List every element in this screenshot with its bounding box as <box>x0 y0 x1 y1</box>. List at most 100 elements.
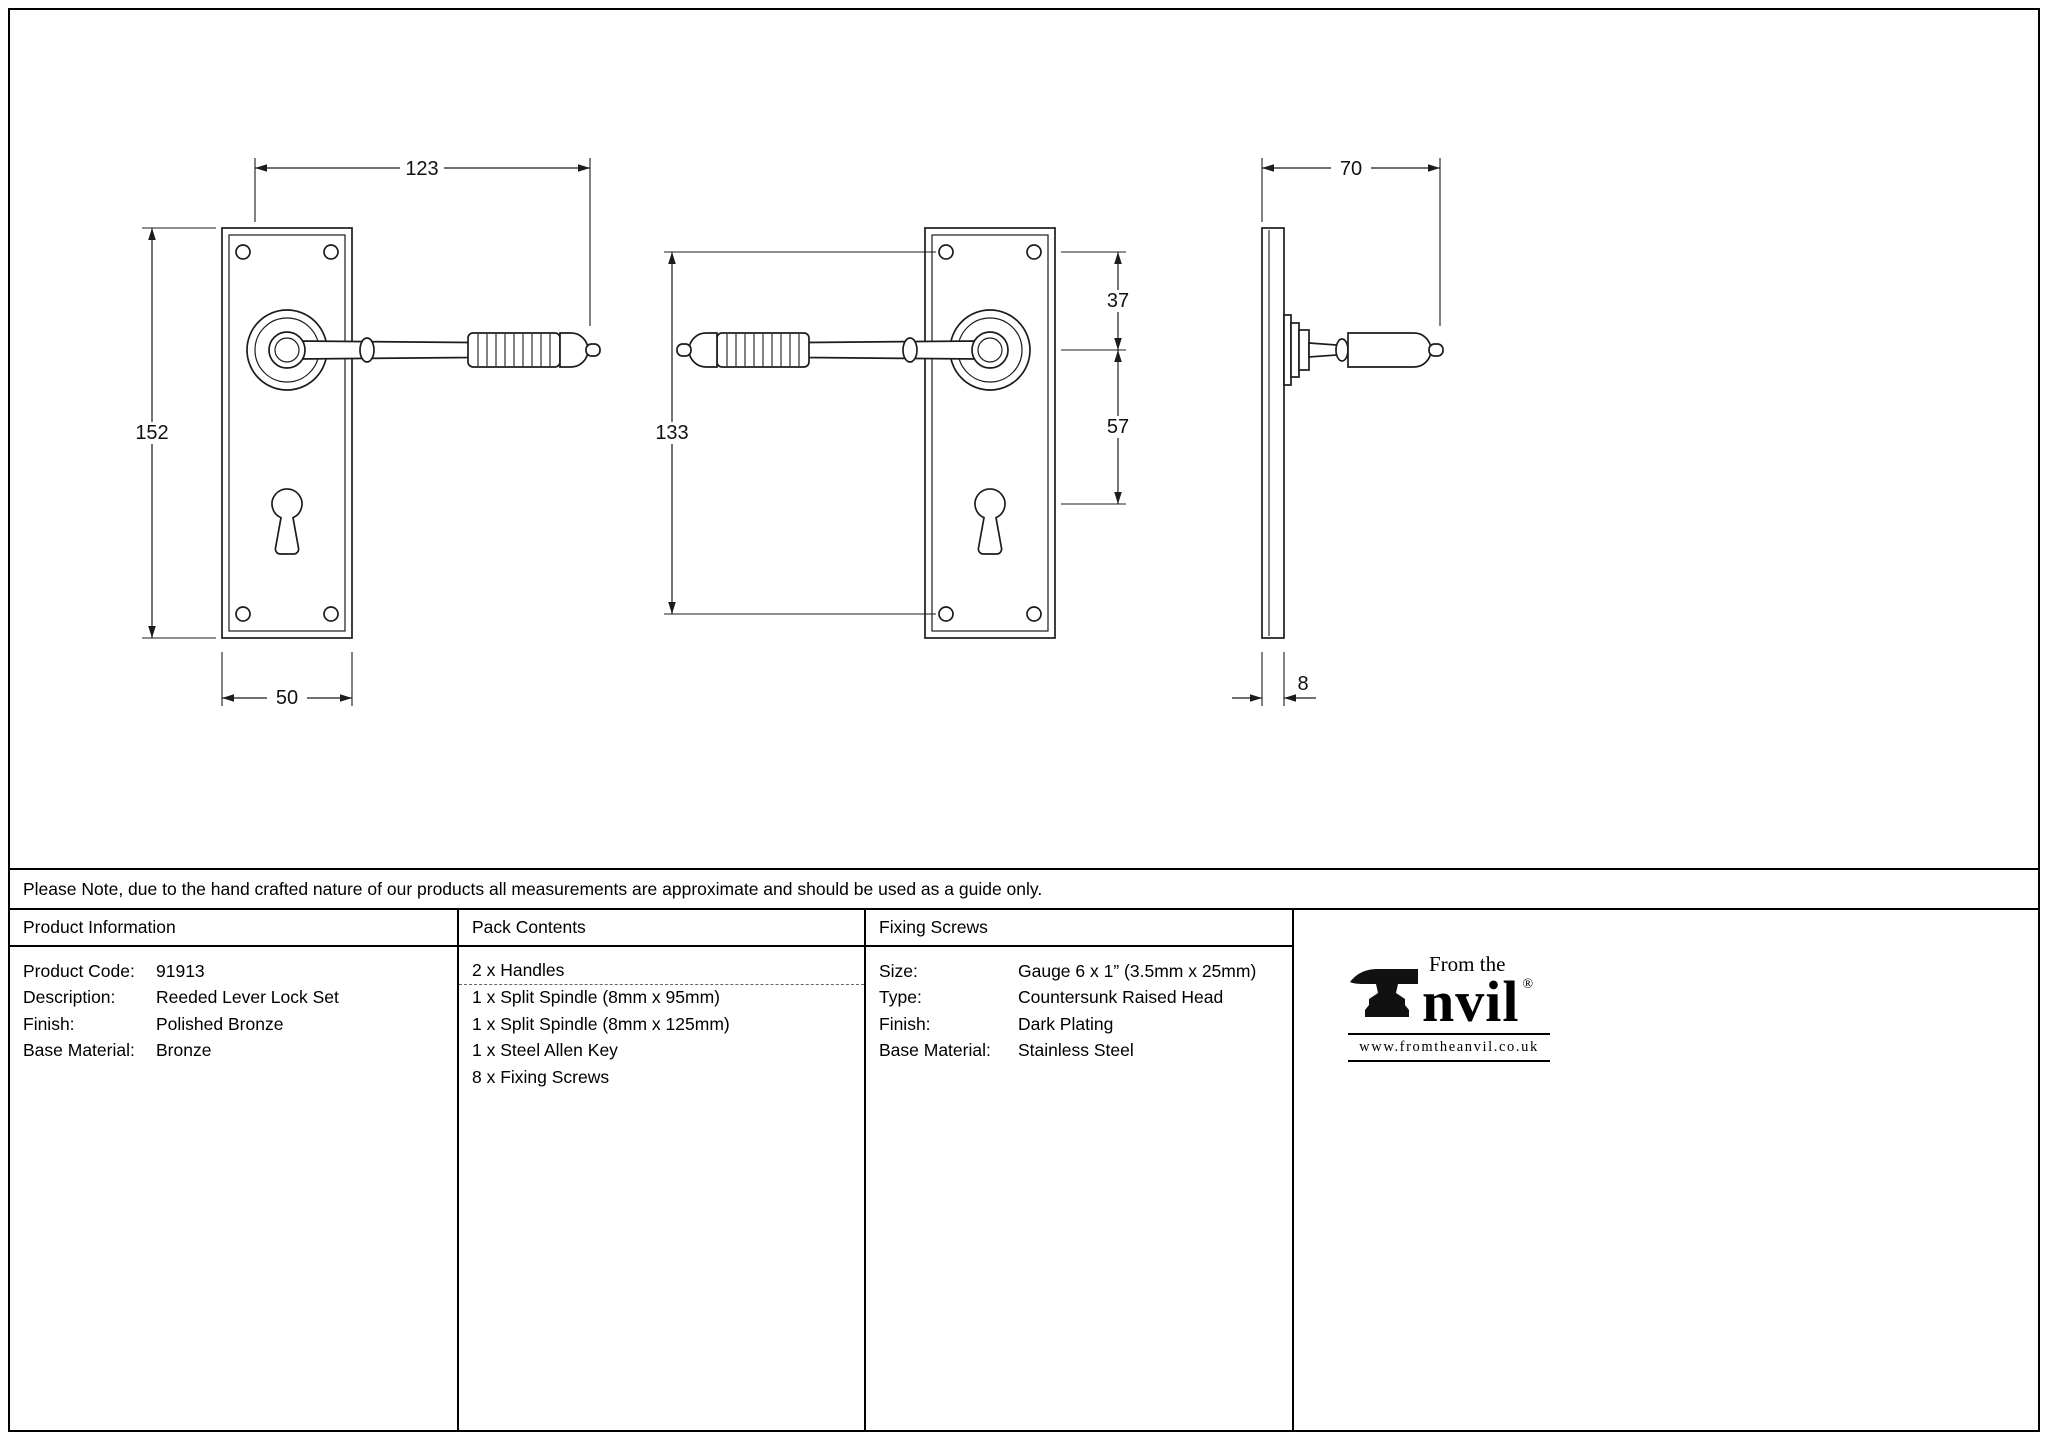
table-row: Size: Gauge 6 x 1” (3.5mm x 25mm) <box>866 958 1292 985</box>
dim-label-overall-length: 123 <box>405 158 438 180</box>
brand-logo: From the nvil ® www.fromtheanvil.co.uk <box>1348 952 1550 1063</box>
screw-hole <box>323 244 339 260</box>
note-bar: Please Note, due to the hand crafted nat… <box>10 868 2038 908</box>
row-label: Finish: <box>879 1013 931 1034</box>
anvil-icon <box>1350 969 1418 1018</box>
row-value: Gauge 6 x 1” (3.5mm x 25mm) <box>1018 960 1257 981</box>
dim-plate-height: 152 <box>130 227 216 639</box>
brand-wordmark: From the nvil ® <box>1422 952 1534 1034</box>
dim-label-plate-width: 50 <box>276 687 298 709</box>
table-row: Base Material: Stainless Steel <box>866 1038 1292 1065</box>
backplate-bevel <box>931 234 1049 632</box>
screw-hole <box>1026 606 1042 622</box>
lever-neck <box>806 340 980 360</box>
screw-hole <box>235 244 251 260</box>
row-value: Bronze <box>156 1040 212 1061</box>
lever-tip-profile <box>1428 343 1444 357</box>
screw-hole <box>938 244 954 260</box>
pack-contents-header: Pack Contents <box>459 910 864 947</box>
row-label: Size: <box>879 960 918 981</box>
side-view-drawing <box>1261 227 1444 639</box>
backplate <box>221 227 353 639</box>
screw-hole <box>235 606 251 622</box>
dim-projection: 70 <box>1261 157 1441 326</box>
dim-label-projection: 70 <box>1340 158 1362 180</box>
lever-end-cap <box>688 332 718 368</box>
row-value: Dark Plating <box>1018 1013 1114 1034</box>
reed-lines <box>726 334 800 366</box>
table-row: Type: Countersunk Raised Head <box>866 985 1292 1012</box>
pack-item: 1 x Steel Allen Key <box>472 1040 618 1061</box>
dim-label-handle-to-keyhole-centre: 57 <box>1107 416 1129 438</box>
lever-collar <box>359 337 375 363</box>
rose-profile <box>1290 322 1300 378</box>
lever-grip-profile <box>1347 332 1432 368</box>
page-frame: 123 152 50 <box>8 8 2040 1432</box>
note-text: Please Note, due to the hand crafted nat… <box>23 878 1043 899</box>
row-label: Base Material: <box>23 1040 135 1061</box>
lever-hub <box>268 331 306 369</box>
table-row: Finish: Dark Plating <box>866 1011 1292 1038</box>
pack-item: 2 x Handles <box>459 958 864 985</box>
table-row: Base Material: Bronze <box>10 1038 457 1065</box>
row-label: Description: <box>23 987 116 1008</box>
keyhole <box>974 488 1006 555</box>
mirrored-view-drawing <box>676 227 1056 639</box>
row-label: Finish: <box>23 1013 75 1034</box>
brand-name: nvil <box>1422 969 1520 1034</box>
row-value: Stainless Steel <box>1018 1040 1134 1061</box>
lever-collar <box>902 337 918 363</box>
front-view-drawing <box>221 227 601 639</box>
product-information-body: Product Code: 91913 Description: Reeded … <box>10 947 457 1064</box>
pack-contents-body: 2 x Handles 1 x Split Spindle (8mm x 95m… <box>459 947 864 1091</box>
lever-tip <box>585 343 601 357</box>
backplate-edge <box>1261 227 1285 639</box>
registered-mark: ® <box>1522 977 1534 992</box>
dim-overall-length: 123 <box>254 157 591 326</box>
dim-label-plate-thickness: 8 <box>1297 673 1308 695</box>
fixing-screws-header: Fixing Screws <box>866 910 1292 947</box>
table-row: Product Code: 91913 <box>10 958 457 985</box>
lever-neck-profile <box>1308 342 1338 358</box>
table-row: Description: Reeded Lever Lock Set <box>10 985 457 1012</box>
pack-item: 8 x Fixing Screws <box>472 1066 610 1087</box>
row-value: Countersunk Raised Head <box>1018 987 1224 1008</box>
rose-profile <box>1283 314 1292 386</box>
brand-website: www.fromtheanvil.co.uk <box>1359 1039 1539 1056</box>
lever-collar-profile <box>1335 338 1349 362</box>
row-value: Polished Bronze <box>156 1013 284 1034</box>
brand-prefix: From the <box>1429 952 1506 976</box>
fixing-screws-column: Fixing Screws Size: Gauge 6 x 1” (3.5mm … <box>864 910 1292 1430</box>
pack-item: 1 x Split Spindle (8mm x 95mm) <box>472 987 720 1008</box>
product-information-header: Product Information <box>10 910 457 947</box>
dim-label-screw-centres: 133 <box>655 422 688 444</box>
dim-plate-thickness: 8 <box>1232 652 1316 706</box>
lever-hub <box>971 331 1009 369</box>
keyhole <box>271 488 303 555</box>
lever-tip <box>676 343 692 357</box>
technical-drawing: 123 152 50 <box>10 10 2038 868</box>
row-label: Type: <box>879 987 922 1008</box>
brand-url-box: www.fromtheanvil.co.uk <box>1348 1033 1550 1063</box>
screw-hole <box>938 606 954 622</box>
screw-hole <box>1026 244 1042 260</box>
dim-top-to-handle-centre: 37 <box>1061 251 1138 351</box>
backplate-bevel <box>228 234 346 632</box>
dim-label-top-to-handle-centre: 37 <box>1107 290 1129 312</box>
lever-neck <box>297 340 471 360</box>
dim-handle-to-keyhole-centre: 57 <box>1061 350 1138 505</box>
row-value: Reeded Lever Lock Set <box>156 987 339 1008</box>
row-label: Base Material: <box>879 1040 991 1061</box>
dim-plate-width: 50 <box>221 652 353 709</box>
logo-column: From the nvil ® www.fromtheanvil.co.uk <box>1292 910 2038 1430</box>
pack-item: 1 x Split Spindle (8mm x 125mm) <box>472 1013 730 1034</box>
brand-logo-top: From the nvil ® <box>1348 952 1550 1034</box>
brand-name-row: nvil ® <box>1422 969 1534 1034</box>
reed-lines <box>477 334 551 366</box>
fixing-screws-body: Size: Gauge 6 x 1” (3.5mm x 25mm) Type: … <box>866 947 1292 1064</box>
drawing-svg: 123 152 50 <box>130 157 1444 709</box>
dim-screw-centres: 133 <box>650 251 936 615</box>
product-information-column: Product Information Product Code: 91913 … <box>10 910 457 1430</box>
pack-contents-column: Pack Contents 2 x Handles 1 x Split Spin… <box>457 910 864 1430</box>
